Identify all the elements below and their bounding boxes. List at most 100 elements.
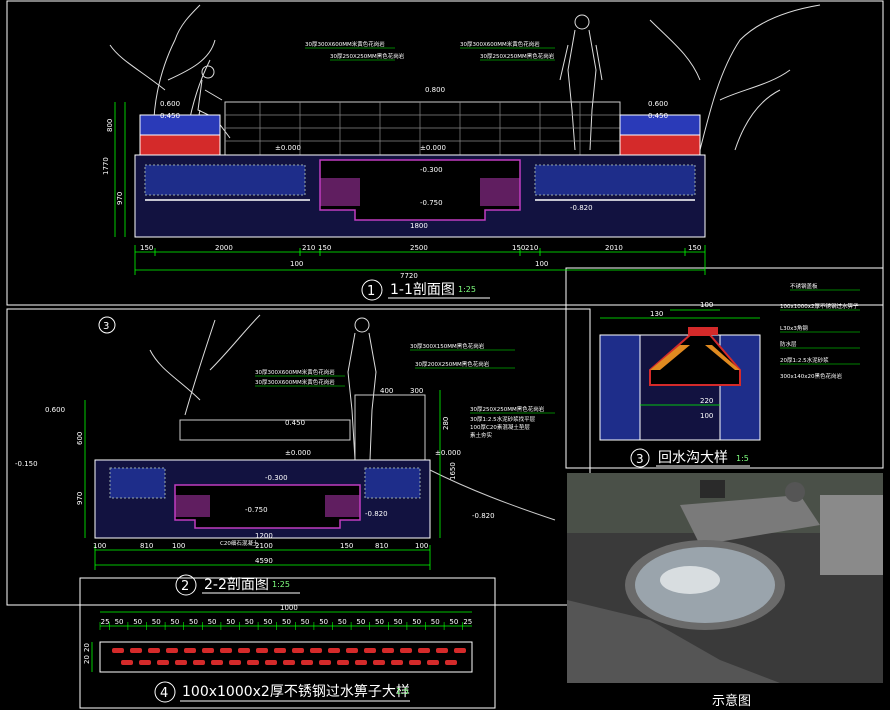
- grate-tick-label: 50: [412, 618, 421, 626]
- grate-slot: [112, 648, 124, 653]
- grate-slot: [301, 660, 313, 665]
- dim-lines-2: [84, 390, 441, 570]
- label-2-d: 30厚200X250MM黑色花岗岩: [415, 360, 490, 368]
- grate-tick-label: 50: [245, 618, 254, 626]
- dim-1-left-c: 970: [116, 192, 124, 205]
- section-1-title: 1-1剖面图: [390, 282, 455, 298]
- section-2-number: 2: [181, 579, 189, 594]
- leaders-2: [255, 349, 555, 414]
- wall-2: [354, 394, 426, 461]
- grate-tick-label: 50: [208, 618, 217, 626]
- bench-right-base: [619, 134, 701, 156]
- grate-slot: [337, 660, 349, 665]
- slope-line-2: [429, 469, 556, 521]
- dim-2-g: 100: [415, 542, 428, 550]
- section-3-scale: 1:5: [736, 454, 749, 463]
- label-3-e: 20厚1:2.5水泥砂浆: [780, 356, 829, 364]
- elev-2-h: -0.820: [365, 510, 388, 518]
- standing-figure: [559, 14, 603, 151]
- label-3-d: 防水层: [780, 340, 797, 348]
- dim-2-left-a: 600: [76, 432, 84, 445]
- dim-2-e: 150: [340, 542, 353, 550]
- section-1-scale: 1:25: [458, 285, 476, 294]
- grate-slot: [319, 660, 331, 665]
- label-1-a: 30厚300X600MM米黄色花岗岩: [305, 40, 385, 48]
- dim-1-100a: 100: [290, 260, 303, 268]
- elev-2-b: 0.450: [285, 419, 305, 427]
- section-1-drawing: 150 2000 210 150 2500 150 210 2010 150 1…: [102, 4, 821, 301]
- section-3-drawing: 100 130 220 100 不锈钢盖板 100x1000x2厚不锈钢过水箅子…: [599, 282, 860, 468]
- gravel-2-right: [364, 467, 421, 499]
- dim-2-total: 4590: [255, 557, 273, 565]
- dim-4-left-b: 20: [83, 655, 91, 664]
- leaders-1: [305, 47, 555, 61]
- photo-caption: 示意图: [712, 694, 752, 709]
- grate-slot: [364, 648, 376, 653]
- grate-slot: [265, 660, 277, 665]
- dim-2-f: 810: [375, 542, 388, 550]
- elev-1-d: ±0.000: [275, 144, 301, 152]
- dim-2-a: 100: [93, 542, 106, 550]
- section-3-number: 3: [636, 452, 644, 466]
- dim-4-total: 1000: [280, 604, 298, 612]
- section-1-frame: [6, 0, 884, 306]
- grate-slot: [292, 648, 304, 653]
- elev-2-i: -0.820: [472, 512, 495, 520]
- grate-slot: [175, 660, 187, 665]
- grate-slot: [130, 648, 142, 653]
- drain-left: [320, 178, 360, 206]
- section-2-title: 2-2剖面图: [204, 577, 269, 593]
- grate-tick-label: 50: [133, 618, 142, 626]
- dim-1-left-b: 1770: [102, 157, 110, 175]
- grate-slot: [139, 660, 151, 665]
- grate-slot: [202, 648, 214, 653]
- label-2-h: 100厚C20素混凝土垫层: [470, 423, 530, 431]
- gravel-right: [534, 164, 696, 196]
- elev-1-j: 0.450: [648, 112, 668, 120]
- grate-slot: [121, 660, 133, 665]
- grate-slot: [391, 660, 403, 665]
- dim-1-c: 210: [302, 244, 315, 252]
- section-3-frame: [565, 267, 884, 469]
- grate-slot: [346, 648, 358, 653]
- dim-2-right-b: 1650: [449, 462, 457, 480]
- grate-slot: [247, 660, 259, 665]
- section-4-scale: 1:5: [396, 687, 409, 696]
- label-2-i: 素土夯实: [470, 431, 493, 439]
- photo-deck-slab: [680, 495, 820, 545]
- leaders-3: [780, 289, 860, 365]
- section-3-title: 回水沟大样: [658, 450, 728, 466]
- dim-1-total: 7720: [400, 272, 418, 280]
- section-4-frame: [79, 577, 496, 709]
- dim-1-b: 2000: [215, 244, 233, 252]
- grate-tick-label: 50: [115, 618, 124, 626]
- label-3-c: L30x3角钢: [780, 324, 808, 332]
- callout-3-circle: [98, 316, 116, 334]
- grate-tick-label: 50: [189, 618, 198, 626]
- photo-wall: [820, 495, 883, 575]
- dim-lines-4: [91, 611, 472, 672]
- grate-tick-label: 50: [263, 618, 272, 626]
- tree-sketch-right: [649, 4, 821, 151]
- dim-2-top-a: 400: [380, 387, 393, 395]
- grate-slot: [193, 660, 205, 665]
- elev-2-f: -0.300: [265, 474, 288, 482]
- label-1-c: 30厚300X600MM米黄色花岗岩: [460, 40, 540, 48]
- elev-1-c: 0.450: [160, 112, 180, 120]
- grate-tick-label: 25: [101, 618, 110, 626]
- section-2-drawing: 100 810 100 2100 150 810 100 4590 1200 4…: [15, 314, 556, 596]
- dim-1-left-a: 800: [106, 119, 114, 132]
- pool-basin: [319, 159, 521, 221]
- section-4-title: 100x1000x2厚不锈钢过水箅子大样: [182, 684, 410, 700]
- label-3-a: 不锈钢盖板: [790, 282, 818, 290]
- label-3-b: 100x1000x2厚不锈钢过水箅子: [780, 302, 859, 310]
- elev-1-b: 0.600: [160, 100, 180, 108]
- drain-2-right: [325, 495, 360, 517]
- section-4-number-circle: [154, 681, 176, 703]
- elev-1-g: -0.750: [420, 199, 443, 207]
- dim-1-h: 2010: [605, 244, 623, 252]
- dim-1-a: 150: [140, 244, 153, 252]
